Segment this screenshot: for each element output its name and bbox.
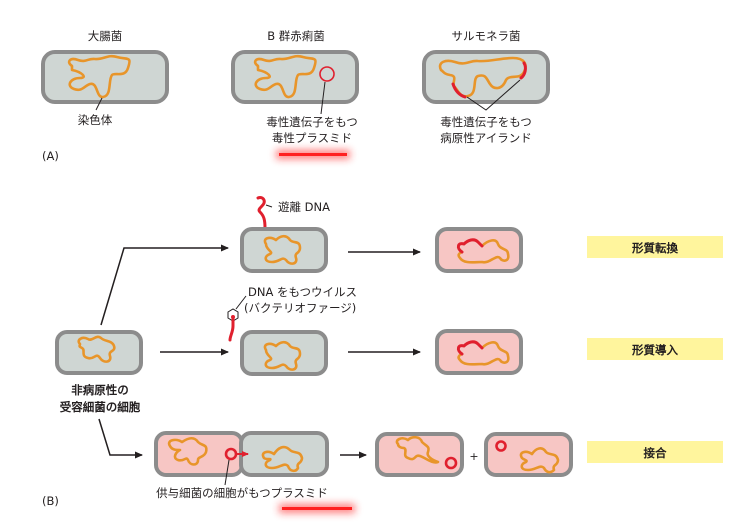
plus-sign: + <box>469 450 478 463</box>
chromosome-icon <box>457 239 510 264</box>
mechanism-label-conjugation: 接合 <box>587 441 723 463</box>
virulence-plasmid-icon <box>319 66 335 82</box>
ecoli-cell-group: 大腸菌 染色体 <box>41 29 169 127</box>
phage-leader <box>235 295 247 310</box>
recipient-cell-group: 非病原性の 受容細菌の細胞 <box>55 330 143 414</box>
shigella-cell <box>231 50 359 104</box>
chromosome-icon <box>253 54 317 99</box>
chromosome-icon <box>261 445 304 473</box>
recipient-label-line2: 受容細菌の細胞 <box>60 400 141 414</box>
chromosome-icon <box>457 341 510 366</box>
chromosome-icon <box>395 435 440 464</box>
panel-b: 非病原性の 受容細菌の細胞 遊離 DNA DNA をもつウイルス (バクテリオ <box>42 196 723 513</box>
transformation-row: 遊離 DNA <box>240 196 523 273</box>
transformation-label: 形質転換 <box>632 241 678 255</box>
transformation-recipient-cell <box>240 227 328 273</box>
transduced-cell <box>435 329 523 375</box>
donor-cell <box>154 431 244 477</box>
ecoli-title: 大腸菌 <box>88 29 123 43</box>
donor-plasmid-label: 供与細菌の細胞がもつプラスミド <box>156 486 328 500</box>
transduction-row: DNA をもつウイルス (バクテリオファージ) <box>227 285 523 376</box>
chromosome-icon <box>519 447 560 474</box>
island-leader <box>466 79 521 111</box>
arrow-to-transformation <box>100 244 229 326</box>
label-box <box>587 338 723 360</box>
arrow-to-conjugation <box>98 418 143 459</box>
recipient-label-line1: 非病原性の <box>71 383 129 397</box>
integrated-dna-icon <box>456 238 484 254</box>
transduction-label: 形質導入 <box>632 343 678 357</box>
chromosome-icon <box>67 54 131 99</box>
ecoli-cell <box>41 50 169 104</box>
chromosome-icon <box>263 340 302 371</box>
integrated-dna-icon <box>456 340 484 356</box>
chromosome-icon <box>263 234 302 265</box>
plasmid-leader <box>320 81 326 115</box>
salmonella-annotation-line2: 病原性アイランド <box>440 131 531 145</box>
panel-a-label: (A) <box>42 149 59 163</box>
transformed-cell <box>435 227 523 273</box>
phage-dna-head <box>231 315 235 319</box>
recipient-cell-after <box>484 432 573 477</box>
panel-a: 大腸菌 染色体 B 群赤痢菌 毒性遺伝子をもつ 毒性プラスミド サルモネラ菌 <box>41 29 550 163</box>
phage-dna-icon <box>228 315 235 342</box>
pathogenicity-island-icon <box>451 82 467 99</box>
shigella-cell-group: B 群赤痢菌 毒性遺伝子をもつ 毒性プラスミド <box>231 29 359 159</box>
plasmid-icon <box>444 456 458 470</box>
chromosome-leader <box>95 97 103 111</box>
label-box <box>587 441 723 463</box>
conjugation-label: 接合 <box>644 446 667 460</box>
chromosome-icon <box>77 335 116 363</box>
salmonella-annotation-line1: 毒性遺伝子をもつ <box>440 115 532 129</box>
mechanism-label-transduction: 形質導入 <box>587 338 723 360</box>
highlight-underline <box>282 507 352 510</box>
highlight-underline <box>279 153 347 156</box>
free-dna-label: 遊離 DNA <box>278 200 330 214</box>
donor-plasmid-icon <box>224 447 238 461</box>
phage-label-line1: DNA をもつウイルス <box>248 285 357 299</box>
free-dna-icon <box>256 196 267 230</box>
pathogenicity-island-icon <box>519 61 527 80</box>
phage-label-line2: (バクテリオファージ) <box>244 301 356 315</box>
plasmid-icon <box>495 440 507 452</box>
transduction-recipient-cell <box>240 330 328 376</box>
free-dna-leader <box>265 204 273 208</box>
chromosome-icon <box>167 436 208 466</box>
conjugation-row: 供与細菌の細胞がもつプラスミド + <box>154 431 573 513</box>
mechanism-label-transformation: 形質転換 <box>587 236 723 258</box>
label-box <box>587 236 723 258</box>
shigella-annotation-line1: 毒性遺伝子をもつ <box>266 115 358 129</box>
conjugation-recipient-cell <box>239 431 329 477</box>
donor-plasmid-leader <box>224 459 230 486</box>
shigella-title: B 群赤痢菌 <box>267 29 325 43</box>
salmonella-cell-group: サルモネラ菌 毒性遺伝子をもつ 病原性アイランド <box>422 29 550 145</box>
shigella-annotation-line2: 毒性プラスミド <box>272 131 352 145</box>
chromosome-label: 染色体 <box>78 113 113 127</box>
salmonella-title: サルモネラ菌 <box>452 29 521 43</box>
panel-b-label: (B) <box>42 494 59 508</box>
